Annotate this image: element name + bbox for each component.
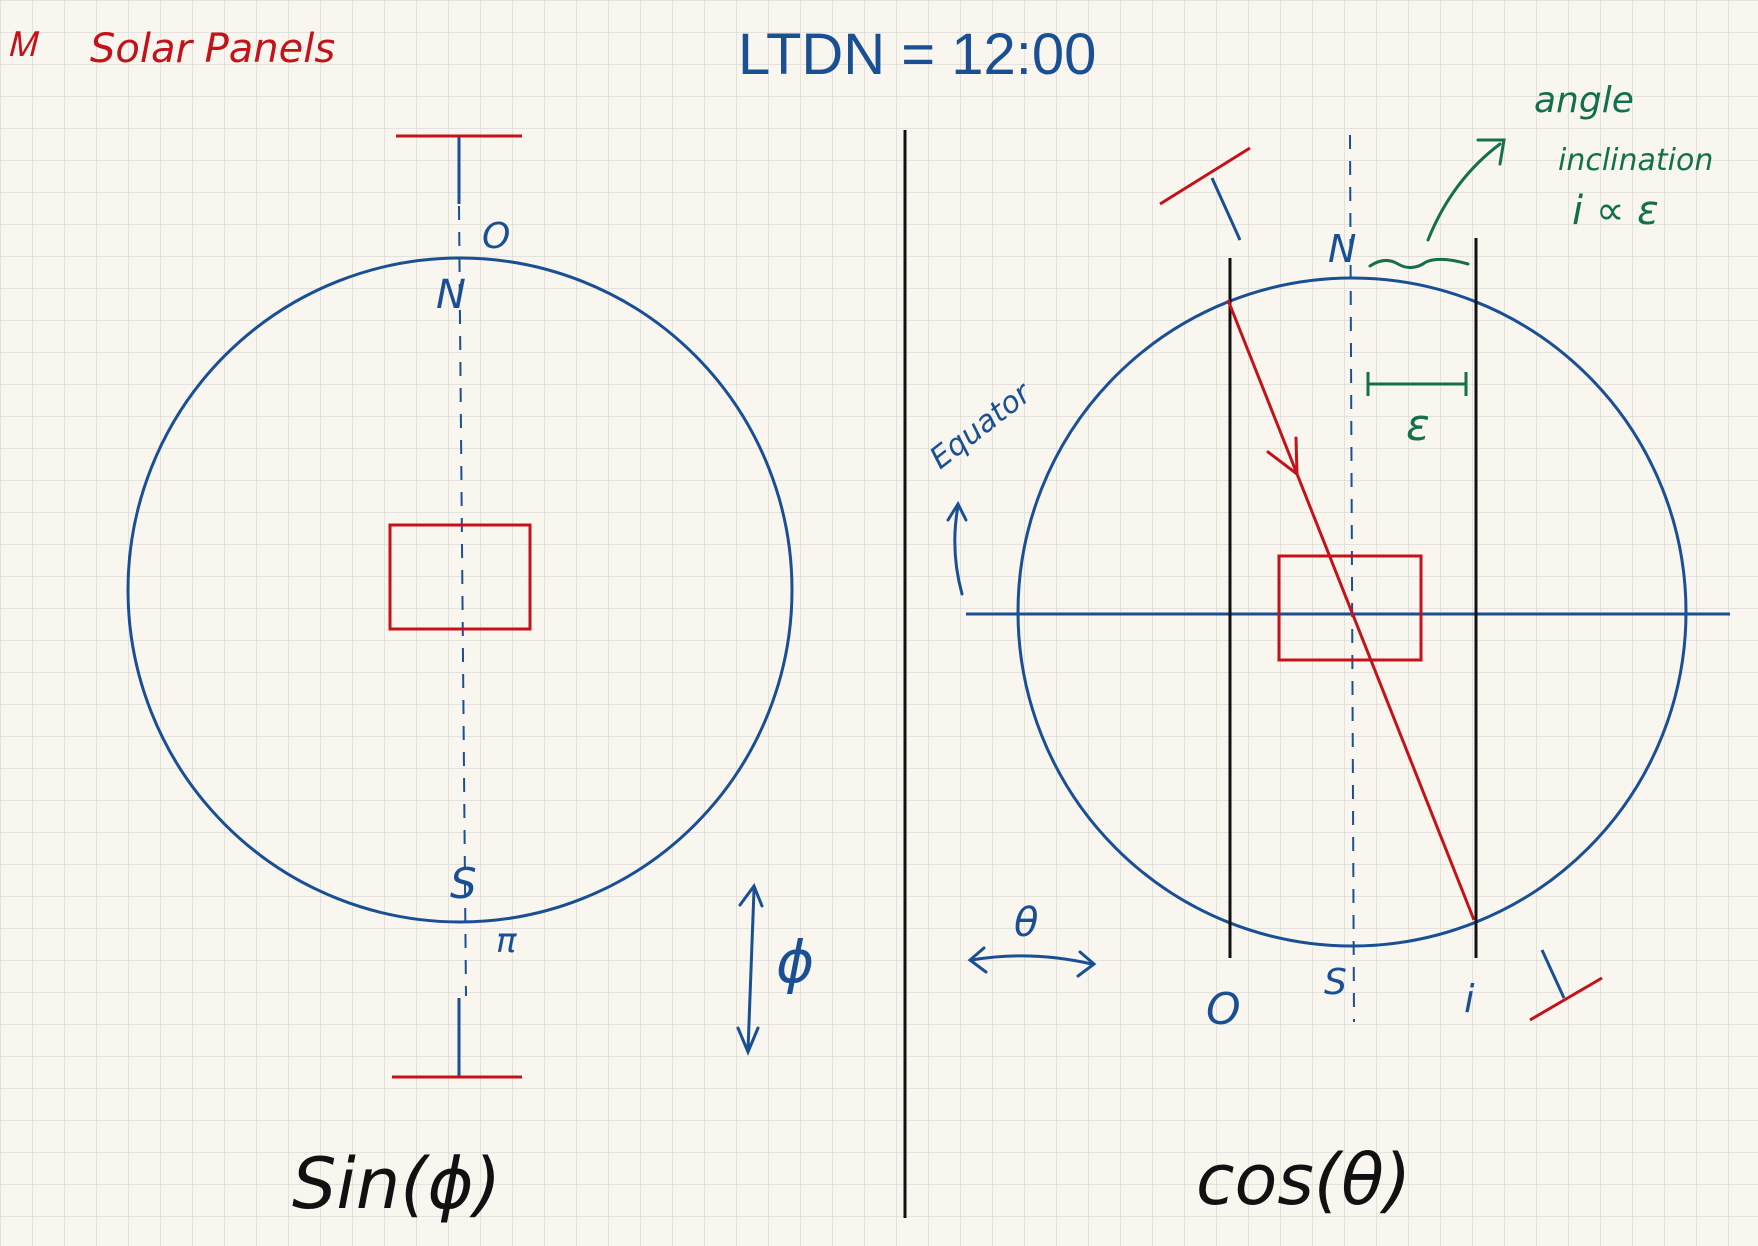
ltdn-equation: LTDN = 12:00 — [738, 22, 1096, 87]
epsilon-label: ε — [1406, 400, 1430, 451]
right-orbit-circle — [1016, 276, 1688, 948]
left-formula: Sin(ϕ) — [292, 1143, 501, 1225]
epsilon-span — [1366, 372, 1468, 396]
phi-double-arrow — [736, 882, 764, 1056]
right-north-label: N — [1328, 227, 1356, 271]
tilted-bottom-arm — [1540, 949, 1566, 999]
theta-label: θ — [1014, 900, 1038, 946]
ns-axis-dashed — [1349, 134, 1355, 1023]
left-north-label: N — [436, 272, 466, 318]
right-one-label: i — [1464, 977, 1475, 1021]
axis-dashed — [458, 205, 467, 997]
inclined-orbit-line — [1226, 299, 1476, 921]
left-diagram: O N S π ϕ Sin(ϕ) — [126, 134, 814, 1225]
title-mark: Ꮇ — [8, 25, 40, 65]
equator-up-arrow — [946, 500, 968, 596]
right-formula: cos(θ) — [1196, 1139, 1411, 1221]
tilted-top-panel — [1159, 146, 1251, 206]
orbit-direction-arrow — [1266, 436, 1299, 478]
pi-label: π — [496, 921, 517, 961]
page-title: Solar Panels — [90, 26, 335, 72]
tilted-bottom-panel — [1529, 976, 1603, 1022]
right-south-label: S — [1324, 962, 1347, 1003]
right-zero-label: O — [1206, 984, 1241, 1035]
right-satellite-body — [1277, 554, 1423, 662]
left-zero-label: O — [482, 216, 510, 257]
annotation-line-proportional: i ∝ ε — [1572, 188, 1659, 234]
annotation-arrow — [1426, 138, 1506, 242]
phi-label: ϕ — [776, 928, 814, 996]
satellite-body — [388, 523, 532, 631]
theta-double-arrow — [967, 946, 1097, 978]
tilted-top-arm — [1210, 177, 1242, 241]
inclination-squiggle — [1368, 257, 1470, 269]
annotation-line-inclination: inclination — [1558, 143, 1713, 178]
annotation-line-angle: angle — [1534, 80, 1634, 121]
left-south-label: S — [450, 859, 477, 908]
